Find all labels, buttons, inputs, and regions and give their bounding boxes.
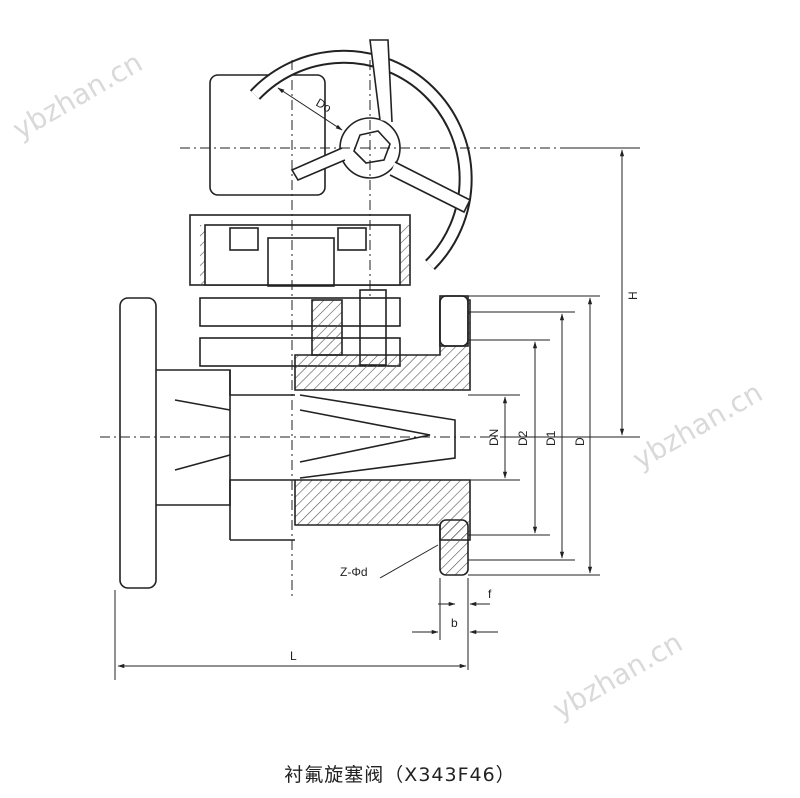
label-d2: D2 bbox=[516, 430, 530, 446]
plug bbox=[299, 394, 456, 479]
label-b: b bbox=[451, 616, 458, 630]
label-f: f bbox=[488, 587, 492, 601]
cover-plate bbox=[199, 297, 401, 327]
watermark-top: ybzhan.cn bbox=[7, 46, 148, 146]
valve-body bbox=[119, 39, 473, 589]
label-d1: D1 bbox=[544, 430, 558, 446]
centre-lines bbox=[100, 60, 560, 600]
handwheel-spoke bbox=[290, 147, 346, 182]
watermark-mid: ybzhan.cn bbox=[627, 376, 768, 476]
label-h: H bbox=[626, 291, 640, 300]
watermark-right: ybzhan.cn bbox=[547, 626, 688, 726]
packing bbox=[311, 299, 343, 356]
figure-caption: 衬氟旋塞阀（X343F46） bbox=[284, 764, 516, 786]
gearbox bbox=[209, 74, 326, 196]
flange-left bbox=[119, 297, 157, 589]
label-l: L bbox=[290, 649, 297, 663]
label-dn: DN bbox=[487, 429, 501, 446]
gland-bolt bbox=[359, 289, 387, 366]
bolt bbox=[337, 227, 367, 251]
stem-block bbox=[267, 237, 335, 287]
bolt bbox=[229, 227, 259, 251]
label-do: Do bbox=[314, 95, 335, 115]
flange-right-lower bbox=[439, 519, 469, 576]
label-d: D bbox=[573, 437, 587, 446]
dimension-lines bbox=[114, 87, 640, 680]
body-lining-top bbox=[294, 299, 471, 391]
handwheel-spoke bbox=[389, 161, 472, 214]
flange-right bbox=[439, 295, 469, 347]
label-z-phi-d: Z-Φd bbox=[340, 565, 368, 579]
handwheel-spoke bbox=[369, 39, 393, 123]
